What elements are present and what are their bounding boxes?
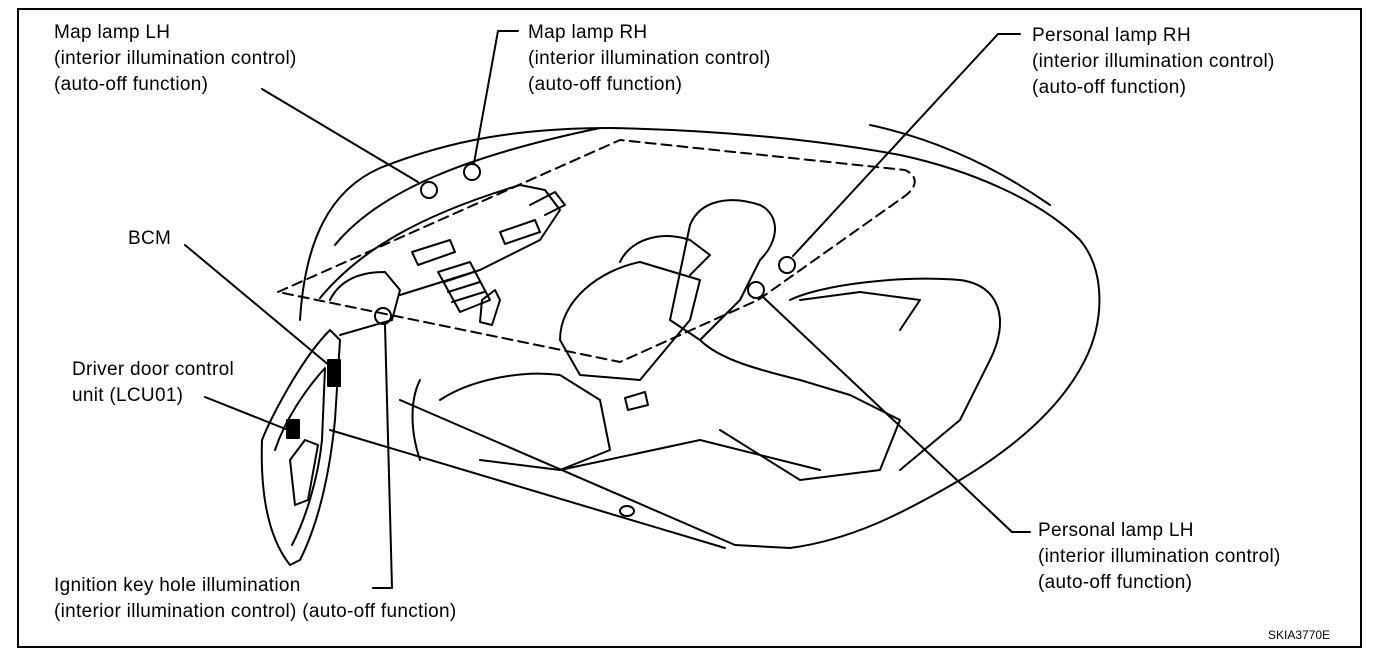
personal-lamp-lh-name: Personal lamp LH	[1038, 520, 1194, 541]
map-lamp-lh-name: Map lamp LH	[54, 22, 171, 43]
bcm-module	[327, 359, 341, 387]
driver-door	[260, 329, 341, 566]
leader-driver-door	[204, 396, 289, 431]
floor-line	[559, 439, 821, 471]
console-grid-3	[451, 291, 485, 303]
map-lamp-rh-function: (auto-off function)	[528, 74, 683, 95]
figure-frame	[17, 8, 1362, 648]
shifter	[479, 289, 501, 326]
ignition-key-hole-label: Ignition key hole illumination (interior…	[54, 573, 457, 625]
rocker-panel	[329, 429, 726, 549]
leader-map-lamp-rh	[473, 30, 519, 164]
ignition-line2: (interior illumination control) (auto-of…	[54, 601, 457, 622]
passenger-seat-back	[669, 199, 776, 341]
console-grid-1	[443, 271, 475, 283]
leader-bcm	[184, 244, 331, 367]
personal-lamp-rh-control: (interior illumination control)	[1032, 51, 1275, 72]
personal-lamp-lh-label: Personal lamp LH (interior illumination …	[1038, 518, 1281, 596]
driver-door-line1: Driver door control	[72, 359, 234, 380]
driver-door-line2: unit (LCU01)	[72, 385, 184, 406]
door-inner-panel	[274, 367, 326, 546]
driver-door-control-unit	[286, 419, 300, 439]
leader-personal-lamp-lh	[762, 296, 1031, 533]
dash-vent-left	[411, 239, 456, 266]
personal-lamp-rh-name: Personal lamp RH	[1032, 25, 1191, 46]
leader-ignition	[372, 324, 393, 589]
driver-headrest	[619, 235, 711, 276]
personal-lamp-lh-control: (interior illumination control)	[1038, 546, 1281, 567]
map-lamp-lh-control: (interior illumination control)	[54, 48, 297, 69]
personal-lamp-rh-marker	[778, 256, 796, 274]
personal-lamp-rh-label: Personal lamp RH (interior illumination …	[1032, 23, 1275, 101]
map-lamp-rh-name: Map lamp RH	[528, 22, 648, 43]
floor-detail	[624, 391, 649, 411]
map-lamp-rh-marker	[463, 163, 481, 181]
driver-seat-cushion	[439, 372, 611, 471]
glovebox	[529, 191, 566, 216]
map-lamp-rh-label: Map lamp RH (interior illumination contr…	[528, 20, 771, 98]
seat-side-bolster	[411, 379, 421, 461]
console-grid-2	[447, 281, 481, 293]
personal-lamp-rh-function: (auto-off function)	[1032, 77, 1187, 98]
headliner-outline	[277, 139, 916, 363]
windshield-top	[334, 127, 601, 246]
rear-seat-cushion	[799, 291, 921, 331]
door-sill	[399, 399, 736, 546]
vehicle-body-outline	[299, 127, 1101, 549]
map-lamp-rh-control: (interior illumination control)	[528, 48, 771, 69]
personal-lamp-lh-function: (auto-off function)	[1038, 572, 1193, 593]
leader-personal-lamp-rh	[792, 33, 1021, 257]
map-lamp-lh-marker	[420, 181, 438, 199]
dashboard	[319, 184, 561, 299]
driver-door-control-unit-label: Driver door control unit (LCU01)	[72, 357, 234, 409]
roof-right	[869, 124, 1051, 206]
driver-seat-back	[559, 261, 701, 381]
figure-code: SKIA3770E	[1268, 628, 1331, 642]
body-hole	[619, 505, 635, 517]
dash-vent-right	[499, 219, 541, 245]
bcm-name: BCM	[128, 228, 172, 249]
map-lamp-lh-function: (auto-off function)	[54, 74, 209, 95]
door-armrest	[289, 439, 319, 506]
personal-lamp-lh-marker	[747, 281, 765, 299]
leader-map-lamp-lh	[261, 88, 419, 183]
ignition-line1: Ignition key hole illumination	[54, 575, 301, 596]
passenger-seat-cushion	[699, 339, 901, 481]
map-lamp-lh-label: Map lamp LH (interior illumination contr…	[54, 20, 297, 98]
bcm-label: BCM	[128, 226, 171, 252]
center-console-panel	[437, 261, 491, 313]
ignition-key-hole-marker	[374, 307, 392, 325]
steering-area	[329, 271, 401, 336]
rear-seat	[789, 277, 1001, 471]
